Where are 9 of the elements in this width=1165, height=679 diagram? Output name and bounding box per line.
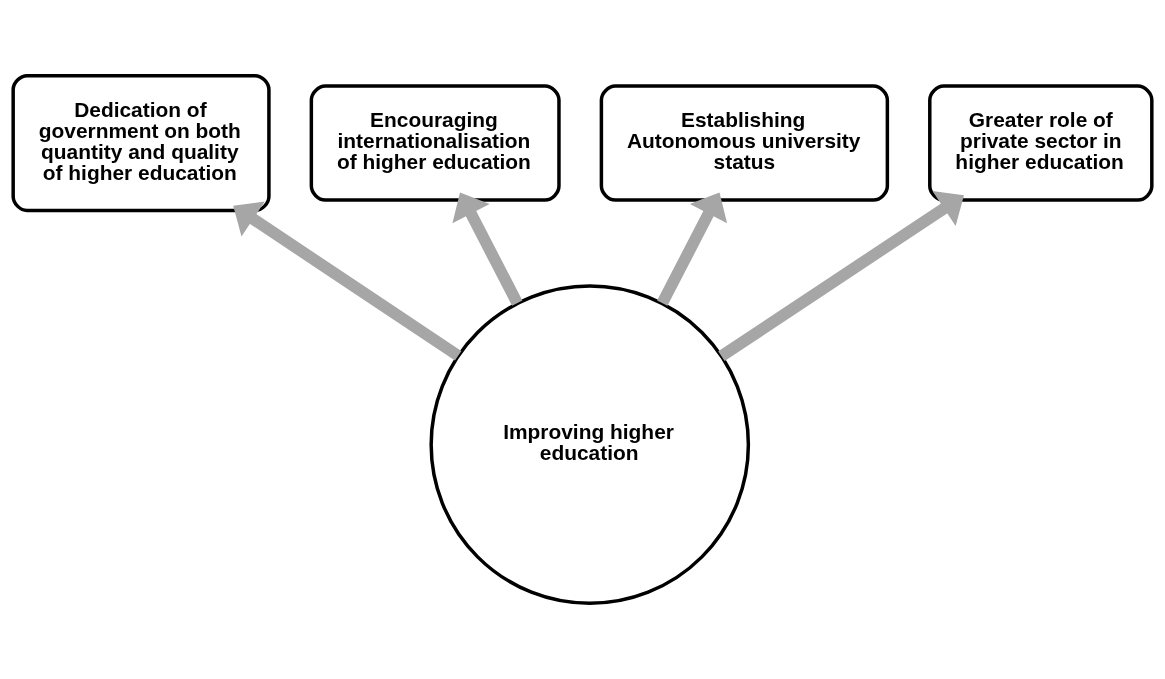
arrow (452, 192, 523, 306)
node-circle: Improving higher education (429, 284, 751, 606)
node-box: Dedication of government on both quantity and quality of higher education (11, 73, 271, 213)
node-box: Encouraging internationalisation of higher education (309, 84, 561, 202)
arrow (657, 192, 728, 306)
arrow (233, 201, 462, 361)
node-box: Greater role of private sector in higher education (928, 84, 1154, 202)
node-box: Establishing Autonomous university status (599, 84, 890, 202)
arrow (718, 191, 964, 361)
